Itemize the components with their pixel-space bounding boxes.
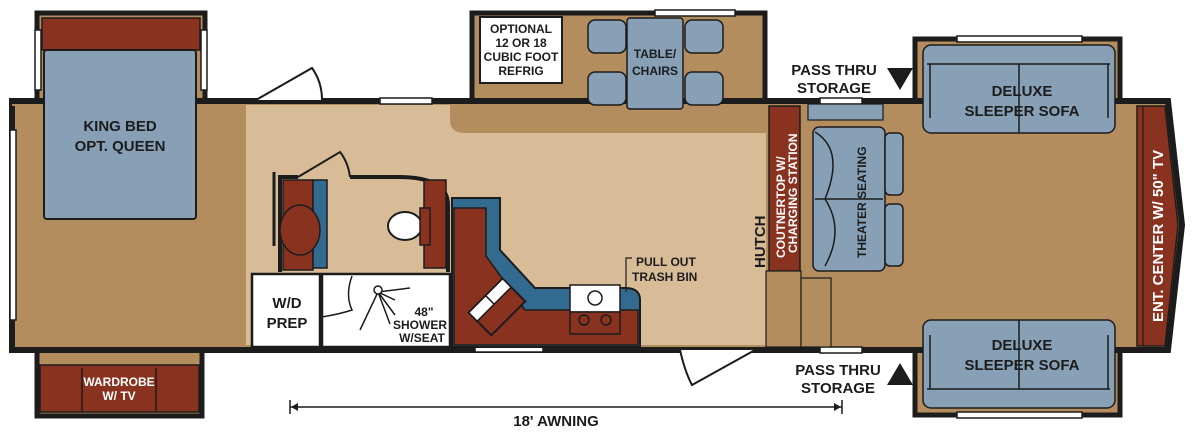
sofa-bottom-label-2: SLEEPER SOFA [964,357,1079,374]
refrig-label-3: CUBIC FOOT [484,50,559,64]
trash-label-2: TRASH BIN [632,270,697,284]
pass-thru-top-label-2: STORAGE [797,80,871,97]
pass-thru-bottom-label-2: STORAGE [801,380,875,397]
refrig-label-1: OPTIONAL [490,22,552,36]
window [956,35,1083,43]
chair [587,71,627,106]
sink-double-icon [467,277,527,337]
table-label-1: TABLE/ [634,47,677,61]
wardrobe-label-2: W/ TV [102,389,135,403]
wd-prep [250,272,322,349]
countertop-label-1: COUTNERTOP W/ [774,156,788,258]
wardrobe [39,364,200,413]
window [819,97,863,105]
window [200,29,208,91]
shower-head-icon [321,275,411,331]
dining-table [626,17,684,110]
wd-label-2: PREP [267,315,308,332]
hutch-cabinet [765,270,802,348]
trash-label-1: PULL OUT [636,255,696,269]
window [654,9,736,17]
chair [587,19,627,54]
countertop-label-2: CHARGING STATION [786,133,800,253]
ent-center-label: ENT. CENTER W/ 50" TV [1150,150,1167,322]
toilet-icon [387,211,423,241]
refrig-label-2: 12 OR 18 [495,36,547,50]
awning-dimension [289,400,843,414]
entertainment-center [1136,105,1179,347]
sink-icon [279,204,321,256]
window [379,97,433,105]
bath-door [297,150,351,178]
wardrobe-label-1: WARDROBE [83,375,154,389]
bedroom-door [255,66,323,101]
headboard [41,17,201,51]
bed-label-2: OPT. QUEEN [75,138,166,155]
shower-label-3: W/SEAT [399,331,445,345]
wd-label-1: W/D [272,295,301,312]
bed-label-1: KING BED [83,118,157,135]
sofa-top-label-2: SLEEPER SOFA [964,103,1079,120]
dinette-floor-strip [450,104,766,133]
pass-thru-bottom-label-1: PASS THRU [795,362,881,379]
pass-thru-top-label-1: PASS THRU [791,62,877,79]
shower-label-1: 48" [414,305,433,319]
chair [684,19,724,54]
triangle-up-icon [887,363,913,385]
chair [684,71,724,106]
awning-label: 18' AWNING [513,413,599,430]
sofa-bottom-label-1: DELUXE [992,337,1053,354]
sofa-top-label-1: DELUXE [992,83,1053,100]
window [34,29,42,91]
king-bed [43,49,197,220]
window [9,129,17,321]
refrig-label-4: REFRIG [498,64,543,78]
window [819,346,863,354]
shower-label-2: SHOWER [393,318,447,332]
table-label-2: CHAIRS [632,64,678,78]
countertop-charging [768,105,801,272]
triangle-down-icon [887,68,913,90]
hutch-label: HUTCH [752,216,769,269]
entry-door [679,349,756,387]
shower [320,272,452,349]
theater-label: THEATER SEATING [855,146,869,258]
refrigerator [479,16,563,84]
window [956,411,1083,419]
